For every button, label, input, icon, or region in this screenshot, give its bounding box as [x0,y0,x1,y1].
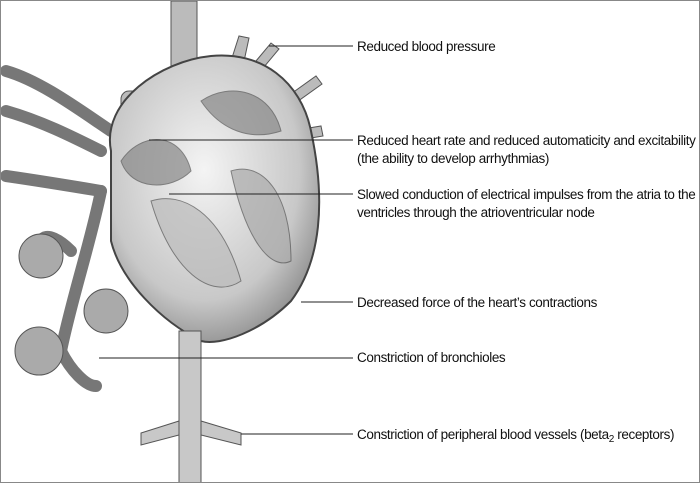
peripheral-vessel-icon [140,330,242,482]
label-text-after: receptors) [613,427,675,442]
label-slowed-conduction: Slowed conduction of electrical impulses… [357,187,696,220]
label-text: Constriction of peripheral blood vessels… [357,427,609,442]
label-decreased-force: Decreased force of the heart’s contracti… [357,295,597,310]
label-subscript: 2 [608,434,615,445]
leader-lines [99,45,353,435]
label-bronchiole-constriction: Constriction of bronchioles [357,350,506,365]
label-peripheral-vessel-constriction: Constriction of peripheral blood vessels… [357,426,697,449]
alveoli-icon [14,233,129,376]
label-reduced-blood-pressure: Reduced blood pressure [357,39,496,54]
label-reduced-heart-rate: Reduced heart rate and reduced automatic… [357,133,696,166]
